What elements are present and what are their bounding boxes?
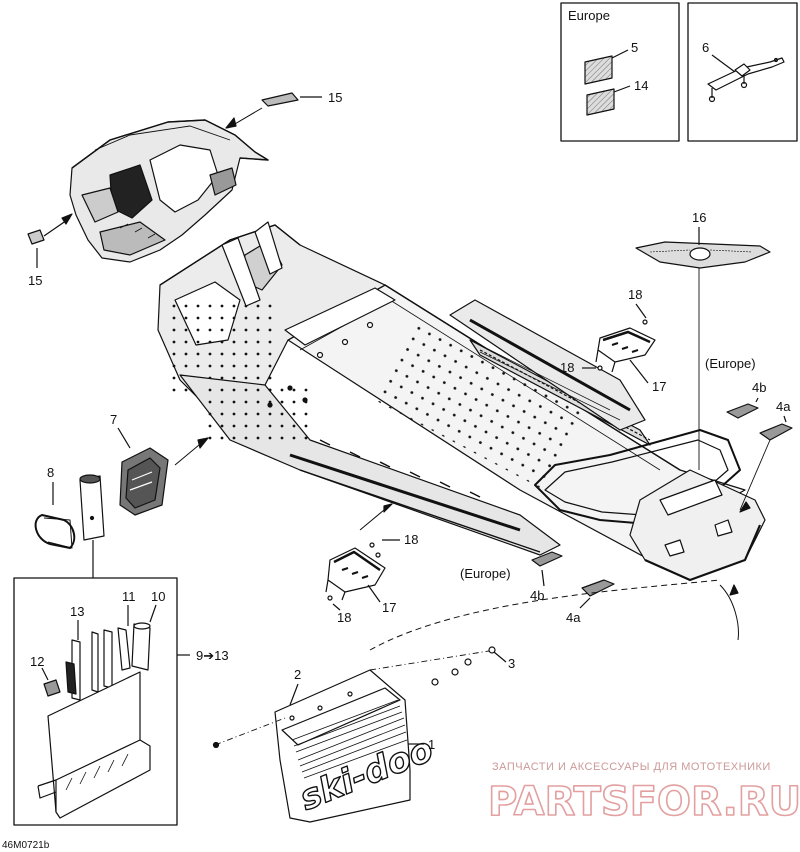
label-17-bottom: 17 [382,600,396,615]
toolkit-inset: 9➔13 13 11 10 12 [13,577,229,826]
watermark-brand: PARTSFOR.RU [488,779,800,825]
diagram-code: 46M0721b [2,840,50,851]
inset-europe: Europe 5 14 [560,2,680,142]
label-7: 7 [110,412,117,427]
label-6: 6 [702,40,709,55]
label-18-right-top: 18 [628,287,642,302]
label-1: 1 [428,737,435,752]
decals-4-bottom: (Europe) 4b 4a [460,551,615,625]
snow-flap: ski-doo 2 3 1 [212,579,739,823]
front-cowl [69,119,269,263]
footrest-right: 18 18 17 [560,287,666,394]
decal-16: 16 [635,210,771,470]
chassis-frame [157,221,766,582]
label-4a-right: 4a [776,399,791,414]
label-9-13: 9➔13 [196,648,229,663]
inset-part-6: 6 [687,2,798,142]
label-10: 10 [151,589,165,604]
label-13: 13 [70,604,84,619]
part-7-box: 7 [110,412,209,516]
label-18-right-left: 18 [560,360,574,375]
label-14: 14 [634,78,648,93]
label-2: 2 [294,667,301,682]
label-5: 5 [631,40,638,55]
label-17-right: 17 [652,379,666,394]
label-15-top: 15 [328,90,342,105]
label-4b-right: 4b [752,380,766,395]
inset-europe-title: Europe [568,8,610,23]
label-11: 11 [122,589,136,604]
label-16: 16 [692,210,706,225]
label-15-left: 15 [28,273,42,288]
label-europe-bottom: (Europe) [460,566,511,581]
decal-15-left [27,229,45,245]
label-18-bottom-top: 18 [404,532,418,547]
label-europe-right: (Europe) [705,356,756,371]
label-18-bottom-bottom: 18 [337,610,351,625]
decal-15-top [261,92,299,107]
footrest-bottom: 18 17 18 [325,503,418,625]
watermark-tagline: ЗАПЧАСТИ И АКСЕССУАРЫ ДЛЯ МОТОТЕХНИКИ [492,761,771,773]
part-8-filter: 8 [34,465,105,578]
label-12: 12 [30,654,44,669]
label-8: 8 [47,465,54,480]
label-4b-bottom: 4b [530,588,544,603]
decals-4-right: (Europe) 4b 4a [705,356,793,513]
label-4a-bottom: 4a [566,610,581,625]
label-3: 3 [508,656,515,671]
